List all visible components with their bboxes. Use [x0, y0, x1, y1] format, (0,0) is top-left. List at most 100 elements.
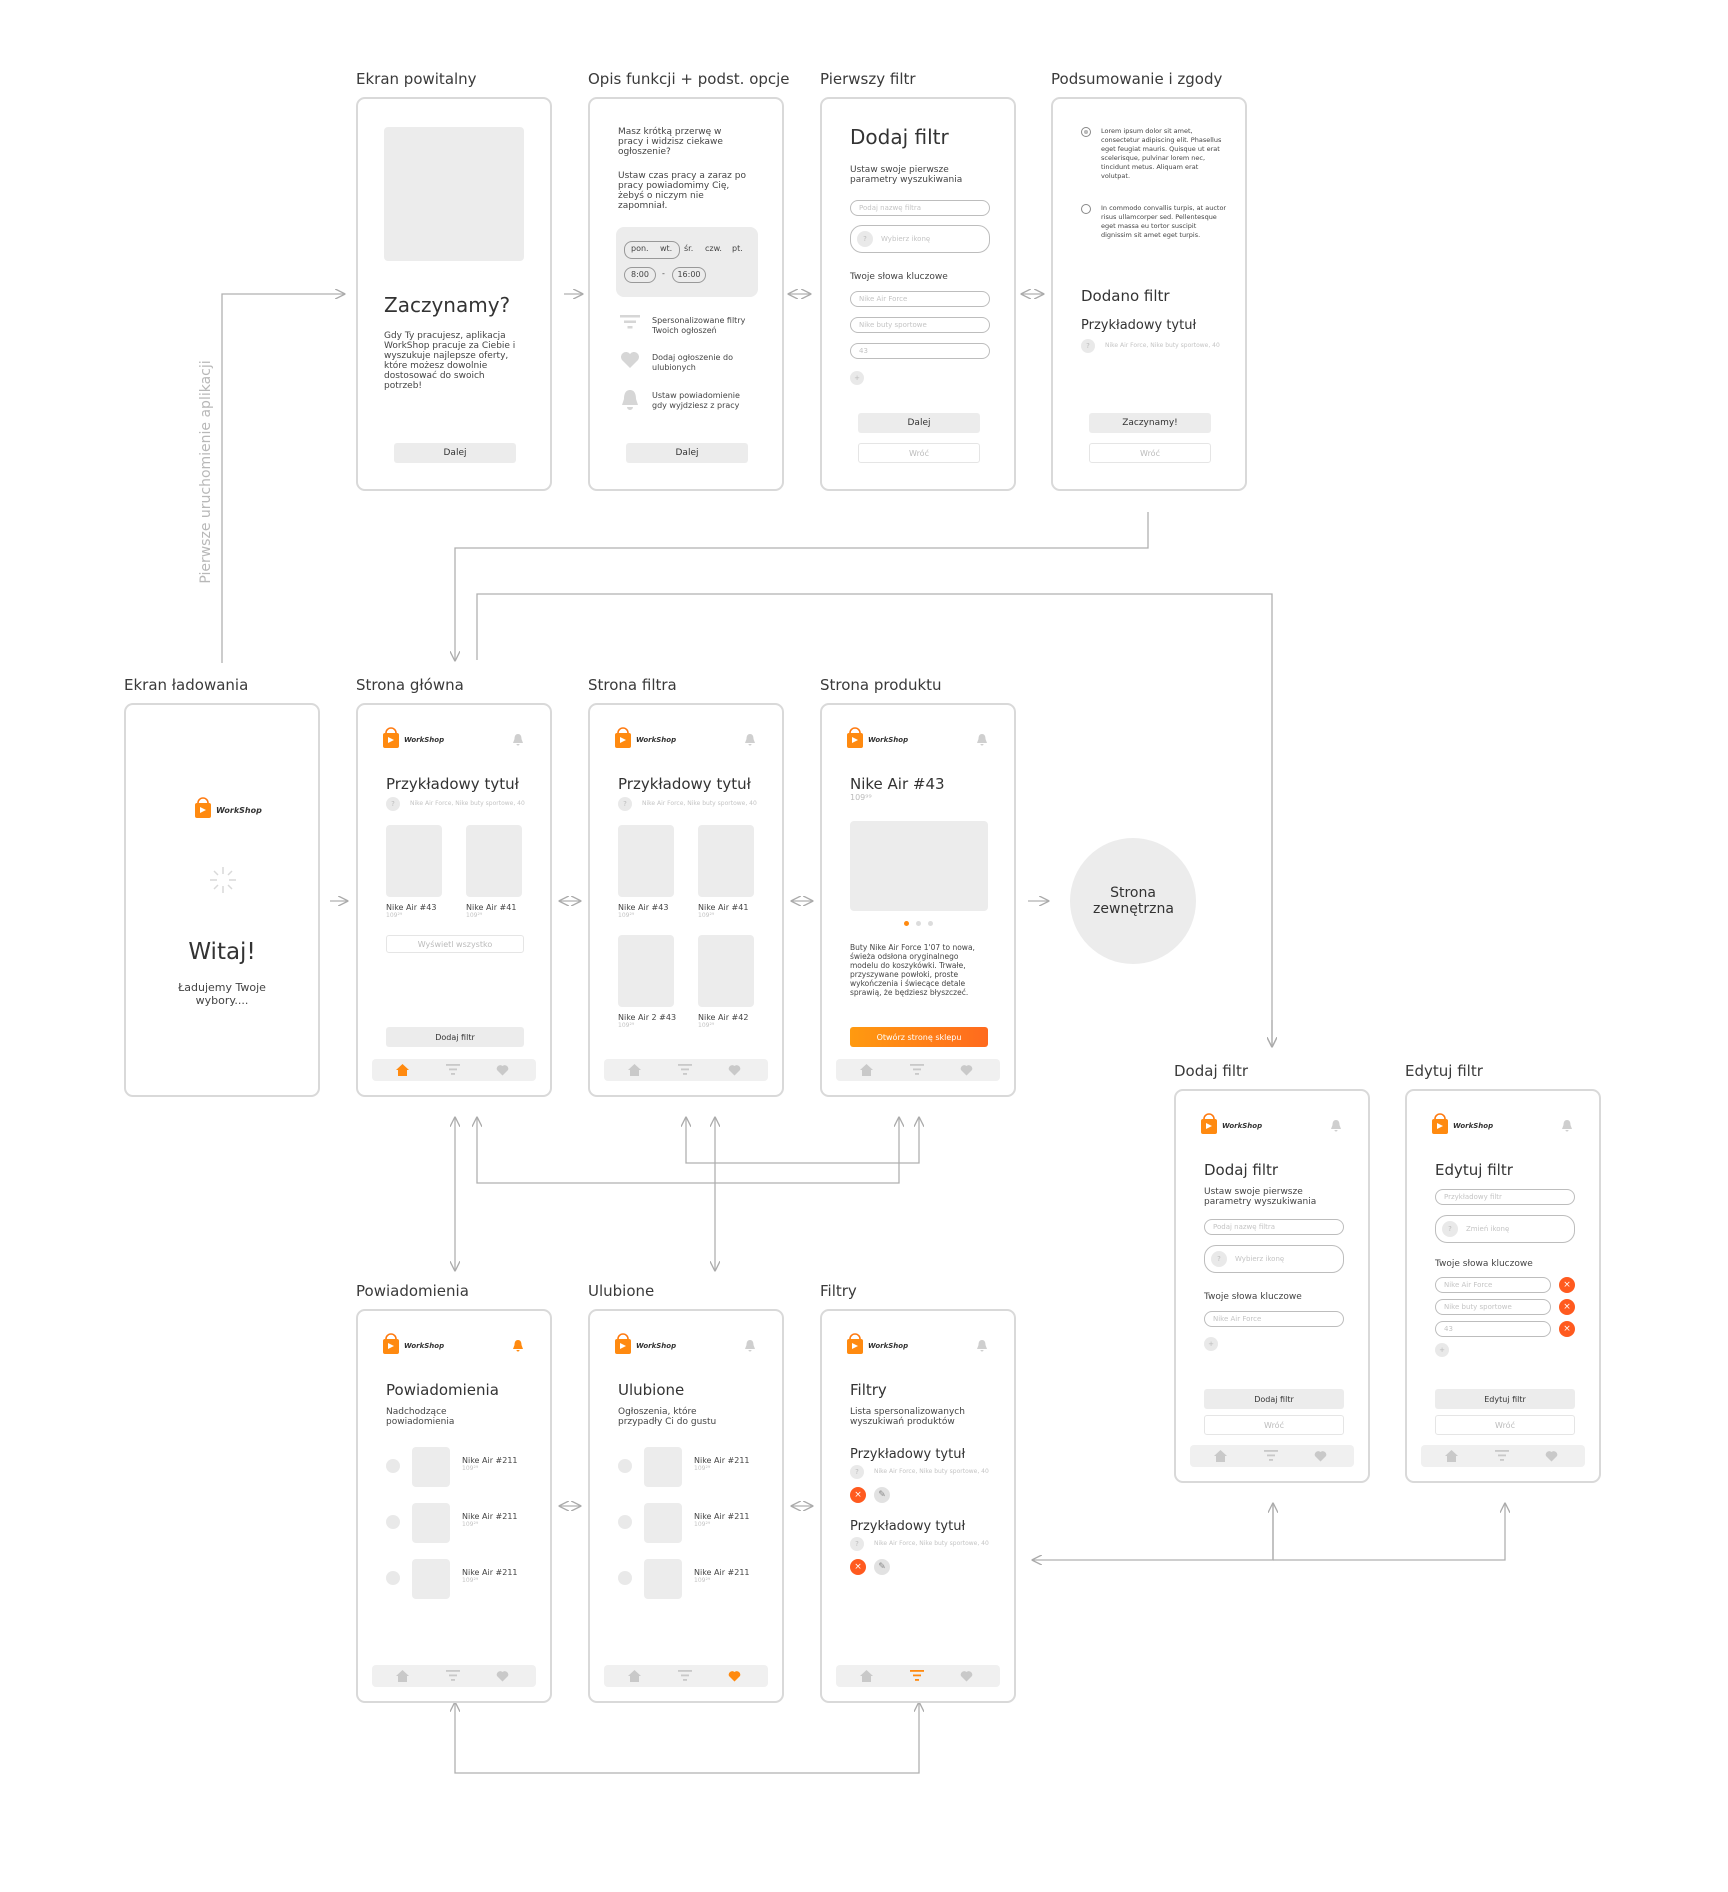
filter-icon[interactable] — [678, 1064, 692, 1075]
keyword-input-2[interactable]: Nike buty sportowe — [1435, 1299, 1551, 1315]
filter-icon[interactable] — [446, 1670, 460, 1681]
filter-icon-active[interactable] — [910, 1670, 924, 1681]
home-icon[interactable] — [396, 1064, 409, 1076]
filter-icon[interactable] — [1495, 1450, 1509, 1461]
bell-icon[interactable] — [1561, 1119, 1573, 1132]
home-icon[interactable] — [628, 1670, 641, 1682]
heart-icon[interactable] — [1314, 1450, 1327, 1462]
show-all-button[interactable]: Wyświetl wszystko — [386, 935, 524, 953]
bell-icon[interactable] — [1330, 1119, 1342, 1132]
gallery-dot[interactable] — [916, 921, 921, 926]
filter-icon[interactable] — [910, 1064, 924, 1075]
keyword-input-1[interactable]: Nike Air Force — [1204, 1311, 1344, 1327]
filter-icon[interactable] — [678, 1670, 692, 1681]
product-gallery-image[interactable] — [850, 821, 988, 911]
heart-icon[interactable] — [496, 1064, 509, 1076]
consent-2-radio[interactable] — [1081, 204, 1091, 214]
heart-icon[interactable] — [728, 1064, 741, 1076]
product-image-placeholder[interactable] — [386, 825, 442, 897]
product-image-placeholder[interactable] — [698, 935, 754, 1007]
heart-icon-active[interactable] — [728, 1670, 741, 1682]
notifications-subtitle: Nadchodzące powiadomienia — [386, 1407, 455, 1427]
add-keyword-button[interactable]: + — [1435, 1343, 1449, 1357]
time-to[interactable]: 16:00 — [672, 267, 706, 283]
add-keyword-button[interactable]: + — [850, 371, 864, 385]
heart-icon[interactable] — [1545, 1450, 1558, 1462]
filter-icon[interactable] — [446, 1064, 460, 1075]
product-image-placeholder[interactable] — [618, 825, 674, 897]
filter-icon[interactable] — [1264, 1450, 1278, 1461]
keyword-input-3[interactable]: 43 — [850, 343, 990, 359]
keyword-input-3[interactable]: 43 — [1435, 1321, 1551, 1337]
first-filter-back-button[interactable]: Wróć — [858, 443, 980, 463]
keyword-input-1[interactable]: Nike Air Force — [1435, 1277, 1551, 1293]
summary-back-button[interactable]: Wróć — [1089, 443, 1211, 463]
home-icon[interactable] — [860, 1670, 873, 1682]
day-mon[interactable]: pon. — [631, 244, 649, 253]
item-thumbnail[interactable] — [412, 1503, 450, 1543]
gallery-dot[interactable] — [928, 921, 933, 926]
item-thumbnail[interactable] — [644, 1503, 682, 1543]
edit-filter-button[interactable]: ✎ — [874, 1487, 890, 1503]
day-thu[interactable]: czw. — [705, 244, 722, 253]
product-image-placeholder[interactable] — [698, 825, 754, 897]
gallery-dot-active[interactable] — [904, 921, 909, 926]
home-icon[interactable] — [628, 1064, 641, 1076]
heart-icon[interactable] — [960, 1064, 973, 1076]
time-from[interactable]: 8:00 — [624, 267, 656, 283]
item-thumbnail[interactable] — [644, 1447, 682, 1487]
home-icon[interactable] — [1214, 1450, 1227, 1462]
remove-keyword-button[interactable]: × — [1559, 1277, 1575, 1293]
home-icon[interactable] — [1445, 1450, 1458, 1462]
item-thumbnail[interactable] — [412, 1559, 450, 1599]
summary-start-button[interactable]: Zaczynamy! — [1089, 413, 1211, 433]
edit-filter-back-button[interactable]: Wróć — [1435, 1415, 1575, 1435]
filter-item-title[interactable]: Przykładowy tytuł — [850, 1519, 966, 1534]
filter-name-input[interactable]: Podaj nazwę filtra — [1204, 1219, 1344, 1235]
features-next-button[interactable]: Dalej — [626, 443, 748, 463]
filter-name-input[interactable]: Podaj nazwę filtra — [850, 200, 990, 216]
consent-1-radio[interactable] — [1081, 127, 1091, 137]
filter-icon-picker[interactable]: ? Wybierz ikonę — [1204, 1245, 1344, 1273]
days-selected-group[interactable] — [624, 241, 680, 259]
day-tue[interactable]: wt. — [660, 244, 673, 253]
heart-icon[interactable] — [496, 1670, 509, 1682]
add-filter-submit-button[interactable]: Dodaj filtr — [1204, 1389, 1344, 1409]
open-shop-button[interactable]: Otwórz stronę sklepu — [850, 1027, 988, 1047]
product-image-placeholder[interactable] — [618, 935, 674, 1007]
delete-filter-button[interactable]: × — [850, 1559, 866, 1575]
filter-icon-picker[interactable]: ? Wybierz ikonę — [850, 225, 990, 253]
first-filter-next-button[interactable]: Dalej — [858, 413, 980, 433]
bell-icon[interactable] — [512, 733, 524, 746]
bell-icon[interactable] — [744, 1339, 756, 1352]
remove-keyword-button[interactable]: × — [1559, 1299, 1575, 1315]
bell-icon[interactable] — [976, 1339, 988, 1352]
bell-icon[interactable] — [744, 733, 756, 746]
product-image-placeholder[interactable] — [466, 825, 522, 897]
external-page-node[interactable]: Strona zewnętrzna — [1070, 838, 1196, 964]
item-thumbnail[interactable] — [412, 1447, 450, 1487]
delete-filter-button[interactable]: × — [850, 1487, 866, 1503]
home-icon[interactable] — [860, 1064, 873, 1076]
filter-item-title[interactable]: Przykładowy tytuł — [850, 1447, 966, 1462]
screen-home: WorkShop Przykładowy tytuł ? Nike Air Fo… — [356, 703, 552, 1097]
filter-name-input[interactable]: Przykładowy filtr — [1435, 1189, 1575, 1205]
label-favorites: Ulubione — [588, 1282, 655, 1300]
day-fri[interactable]: pt. — [732, 244, 743, 253]
bell-icon-active[interactable] — [512, 1339, 524, 1352]
edit-filter-submit-button[interactable]: Edytuj filtr — [1435, 1389, 1575, 1409]
heart-icon[interactable] — [960, 1670, 973, 1682]
add-filter-back-button[interactable]: Wróć — [1204, 1415, 1344, 1435]
item-thumbnail[interactable] — [644, 1559, 682, 1599]
bell-icon[interactable] — [976, 733, 988, 746]
edit-filter-button[interactable]: ✎ — [874, 1559, 890, 1575]
keyword-input-1[interactable]: Nike Air Force — [850, 291, 990, 307]
filter-icon-picker[interactable]: ? Zmień ikonę — [1435, 1215, 1575, 1243]
add-filter-button[interactable]: Dodaj filtr — [386, 1027, 524, 1047]
remove-keyword-button[interactable]: × — [1559, 1321, 1575, 1337]
add-keyword-button[interactable]: + — [1204, 1337, 1218, 1351]
keyword-input-2[interactable]: Nike buty sportowe — [850, 317, 990, 333]
welcome-next-button[interactable]: Dalej — [394, 443, 516, 463]
day-wed[interactable]: śr. — [684, 244, 694, 253]
home-icon[interactable] — [396, 1670, 409, 1682]
